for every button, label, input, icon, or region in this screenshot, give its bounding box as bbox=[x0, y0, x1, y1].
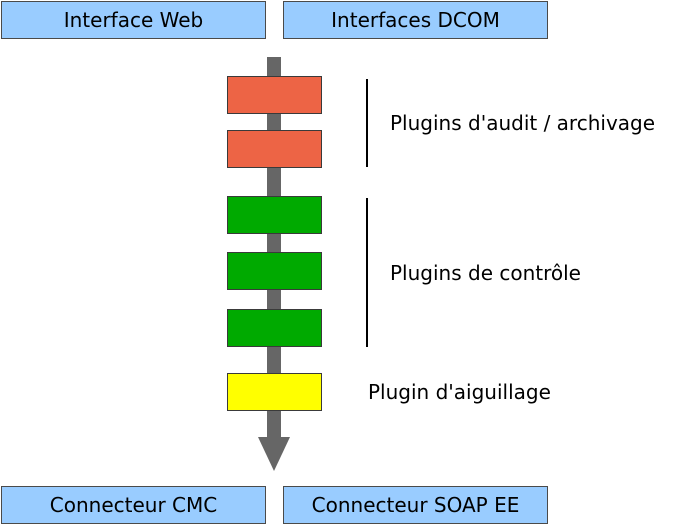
control-group-label: Plugins de contrôle bbox=[390, 261, 581, 285]
control-plugin-box bbox=[227, 196, 322, 234]
soap-ee-connector-box: Connecteur SOAP EE bbox=[283, 486, 548, 524]
audit-plugin-box bbox=[227, 130, 322, 168]
control-plugin-box bbox=[227, 309, 322, 347]
cmc-connector-box: Connecteur CMC bbox=[1, 486, 266, 524]
audit-group-bracket bbox=[366, 79, 368, 167]
switch-plugin-box bbox=[227, 373, 322, 411]
switch-group-label: Plugin d'aiguillage bbox=[368, 380, 551, 404]
control-plugin-box bbox=[227, 252, 322, 290]
web-interface-box: Interface Web bbox=[1, 1, 266, 39]
dcom-interfaces-box: Interfaces DCOM bbox=[283, 1, 548, 39]
flow-arrow-head bbox=[258, 437, 290, 471]
control-group-bracket bbox=[366, 198, 368, 347]
audit-plugin-box bbox=[227, 76, 322, 114]
audit-group-label: Plugins d'audit / archivage bbox=[390, 111, 656, 135]
